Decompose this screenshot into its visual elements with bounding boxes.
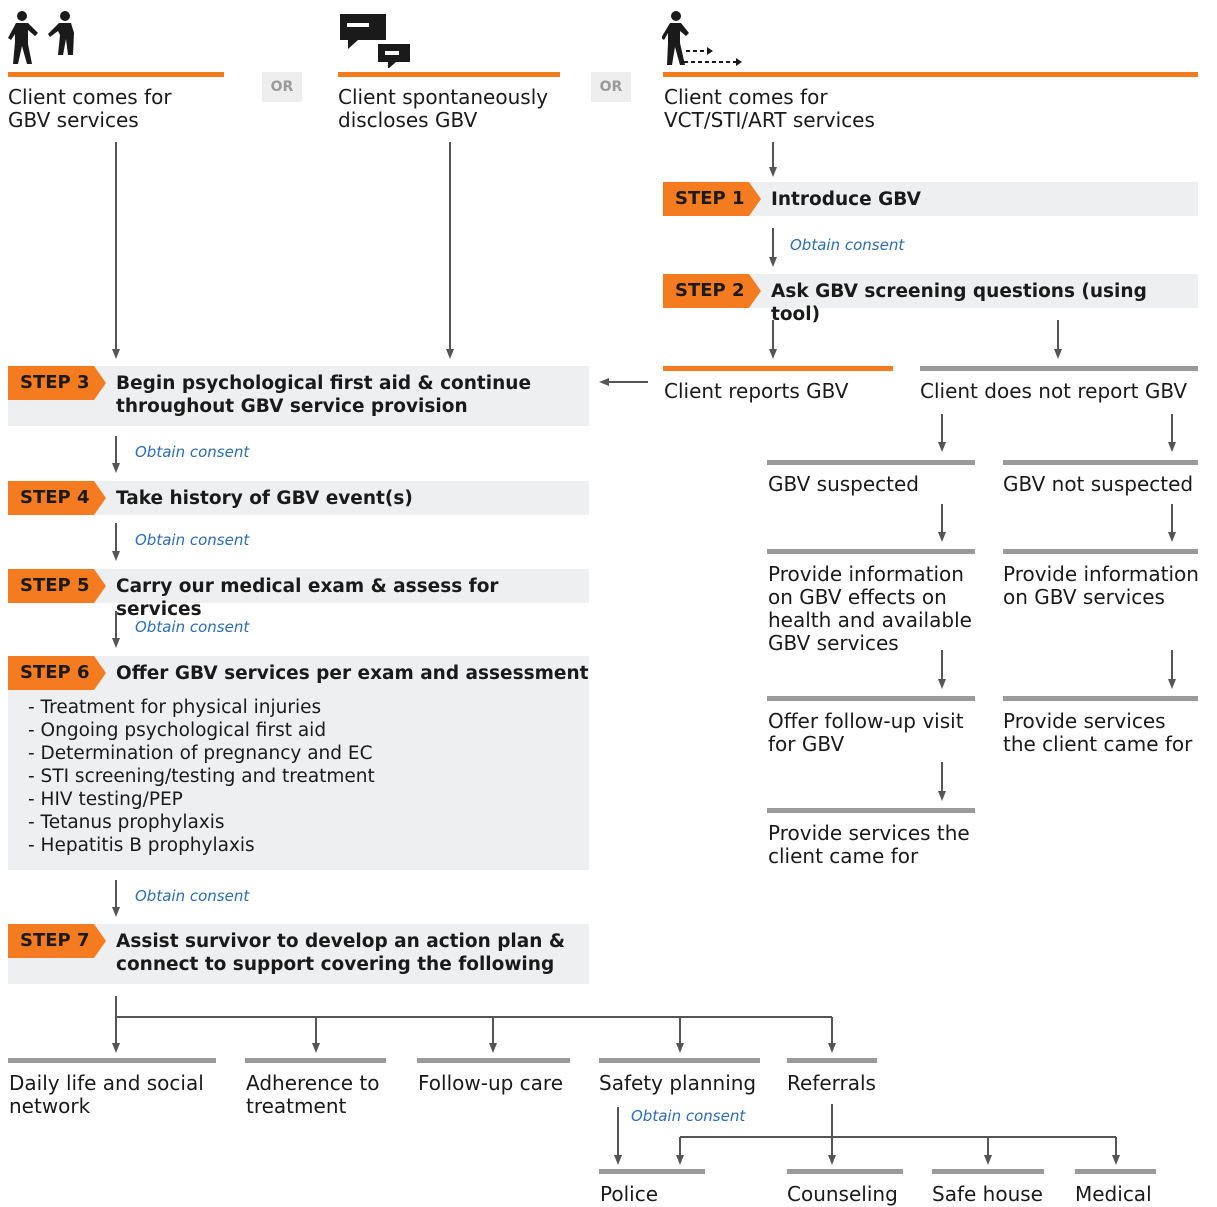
step-6-label: STEP 6 [20, 662, 90, 683]
step-5-badge: STEP 5 [8, 569, 106, 603]
gbv-suspected: GBV suspected [768, 472, 919, 496]
step-3-badge: STEP 3 [8, 366, 106, 400]
step-7-label: STEP 7 [20, 930, 90, 951]
offer-followup-visit: Offer follow-up visit for GBV [768, 709, 964, 756]
walking-person-icon [662, 11, 742, 66]
gbv-not-suspected: GBV not suspected [1003, 472, 1194, 496]
consent-label-6: Obtain consent [631, 1107, 746, 1125]
step-4-label: STEP 4 [20, 487, 90, 508]
consent-label-4: Obtain consent [135, 618, 250, 636]
list-item: - Determination of pregnancy and EC [28, 743, 373, 764]
step-2-label: STEP 2 [675, 280, 745, 301]
handshake-icon [8, 11, 74, 64]
support-followup-care: Follow-up care [418, 1071, 564, 1095]
path-vct: Client comes for VCT/STI/ART services [664, 85, 875, 132]
counseling-rule [787, 1169, 903, 1174]
info-services-rule [1003, 549, 1198, 554]
followup-rule [767, 696, 975, 701]
came-for-rule [1003, 696, 1198, 701]
step-6-service-list: - Treatment for physical injuries - Ongo… [28, 696, 375, 857]
not-reports-rule [920, 366, 1198, 371]
provide-services-came-for: Provide services the client came for [1003, 709, 1193, 756]
consent-label-5: Obtain consent [135, 887, 250, 905]
support-safety-planning: Safety planning [599, 1071, 757, 1095]
step-7-title: Assist survivor to develop an action pla… [116, 931, 566, 975]
path-rule-discloses [338, 72, 560, 77]
reports-rule [663, 366, 893, 371]
step-2-badge: STEP 2 [663, 274, 761, 308]
referrals-rule [787, 1058, 877, 1063]
list-item: - Hepatitis B prophylaxis [28, 835, 255, 856]
path-discloses: Client spontaneously discloses GBV [338, 85, 549, 132]
path-gbv-services: Client comes for GBV services [8, 85, 172, 132]
safety-rule [599, 1058, 760, 1063]
medical-rule [1075, 1169, 1156, 1174]
step-1-title: Introduce GBV [771, 189, 921, 210]
consent-label-2: Obtain consent [135, 443, 250, 461]
adherence-rule [245, 1058, 386, 1063]
consent-label-3: Obtain consent [135, 531, 250, 549]
step-1: STEP 1 Introduce GBV [663, 182, 1198, 216]
step-3: STEP 3 Begin psychological first aid & c… [8, 366, 589, 426]
step-4-title: Take history of GBV event(s) [116, 488, 413, 509]
list-item: - HIV testing/PEP [28, 789, 183, 810]
step-1-label: STEP 1 [675, 188, 745, 209]
list-item: - Treatment for physical injuries [28, 697, 322, 718]
path-rule-gbv [8, 72, 224, 77]
speech-bubbles-icon [340, 14, 410, 68]
step-3-label: STEP 3 [20, 372, 90, 393]
support-adherence: Adherence to treatment [246, 1071, 380, 1118]
not-suspected-rule [1003, 460, 1198, 465]
step-4-badge: STEP 4 [8, 481, 106, 515]
list-item: - Ongoing psychological first aid [28, 720, 327, 741]
referral-medical: Medical [1075, 1182, 1152, 1206]
step-6: STEP 6 Offer GBV services per exam and a… [8, 656, 589, 870]
safe-house-rule [932, 1169, 1044, 1174]
provide-info-effects: Provide information on GBV effects on he… [768, 562, 972, 655]
info-effects-rule [767, 549, 975, 554]
followup-care-rule [417, 1058, 570, 1063]
police-rule [599, 1169, 705, 1174]
consent-label-1: Obtain consent [790, 236, 905, 254]
suspected-rule [767, 460, 975, 465]
client-reports-gbv: Client reports GBV [664, 379, 849, 403]
step-5-title: Carry our medical exam & assess for serv… [116, 576, 499, 620]
step-6-badge: STEP 6 [8, 656, 106, 690]
step-7: STEP 7 Assist survivor to develop an act… [8, 924, 589, 984]
daily-life-rule [8, 1058, 216, 1063]
step-7-badge: STEP 7 [8, 924, 106, 958]
step-2-title: Ask GBV screening questions (using tool) [771, 281, 1147, 325]
client-not-report-gbv: Client does not report GBV [920, 379, 1188, 403]
list-item: - Tetanus prophylaxis [28, 812, 225, 833]
referral-police: Police [600, 1182, 658, 1206]
came-for-2-rule [767, 808, 975, 813]
referral-counseling: Counseling [787, 1182, 898, 1206]
step-5: STEP 5 Carry our medical exam & assess f… [8, 569, 589, 620]
list-item: - STI screening/testing and treatment [28, 766, 375, 787]
step-4: STEP 4 Take history of GBV event(s) [8, 481, 589, 515]
provide-services-came-for-2: Provide services the client came for [768, 821, 970, 868]
or-label-2: OR [591, 72, 631, 102]
provide-info-services: Provide information on GBV services [1003, 562, 1199, 609]
referral-safe-house: Safe house [932, 1182, 1043, 1206]
or-label-1: OR [262, 72, 302, 102]
path-rule-vct [663, 72, 1198, 77]
step-2: STEP 2 Ask GBV screening questions (usin… [663, 274, 1198, 325]
step-3-title: Begin psychological first aid & continue… [116, 373, 532, 417]
step-6-title: Offer GBV services per exam and assessme… [116, 663, 589, 684]
support-referrals: Referrals [787, 1071, 876, 1095]
step-5-label: STEP 5 [20, 575, 90, 596]
step-1-badge: STEP 1 [663, 182, 761, 216]
support-daily-life: Daily life and social network [9, 1071, 204, 1118]
